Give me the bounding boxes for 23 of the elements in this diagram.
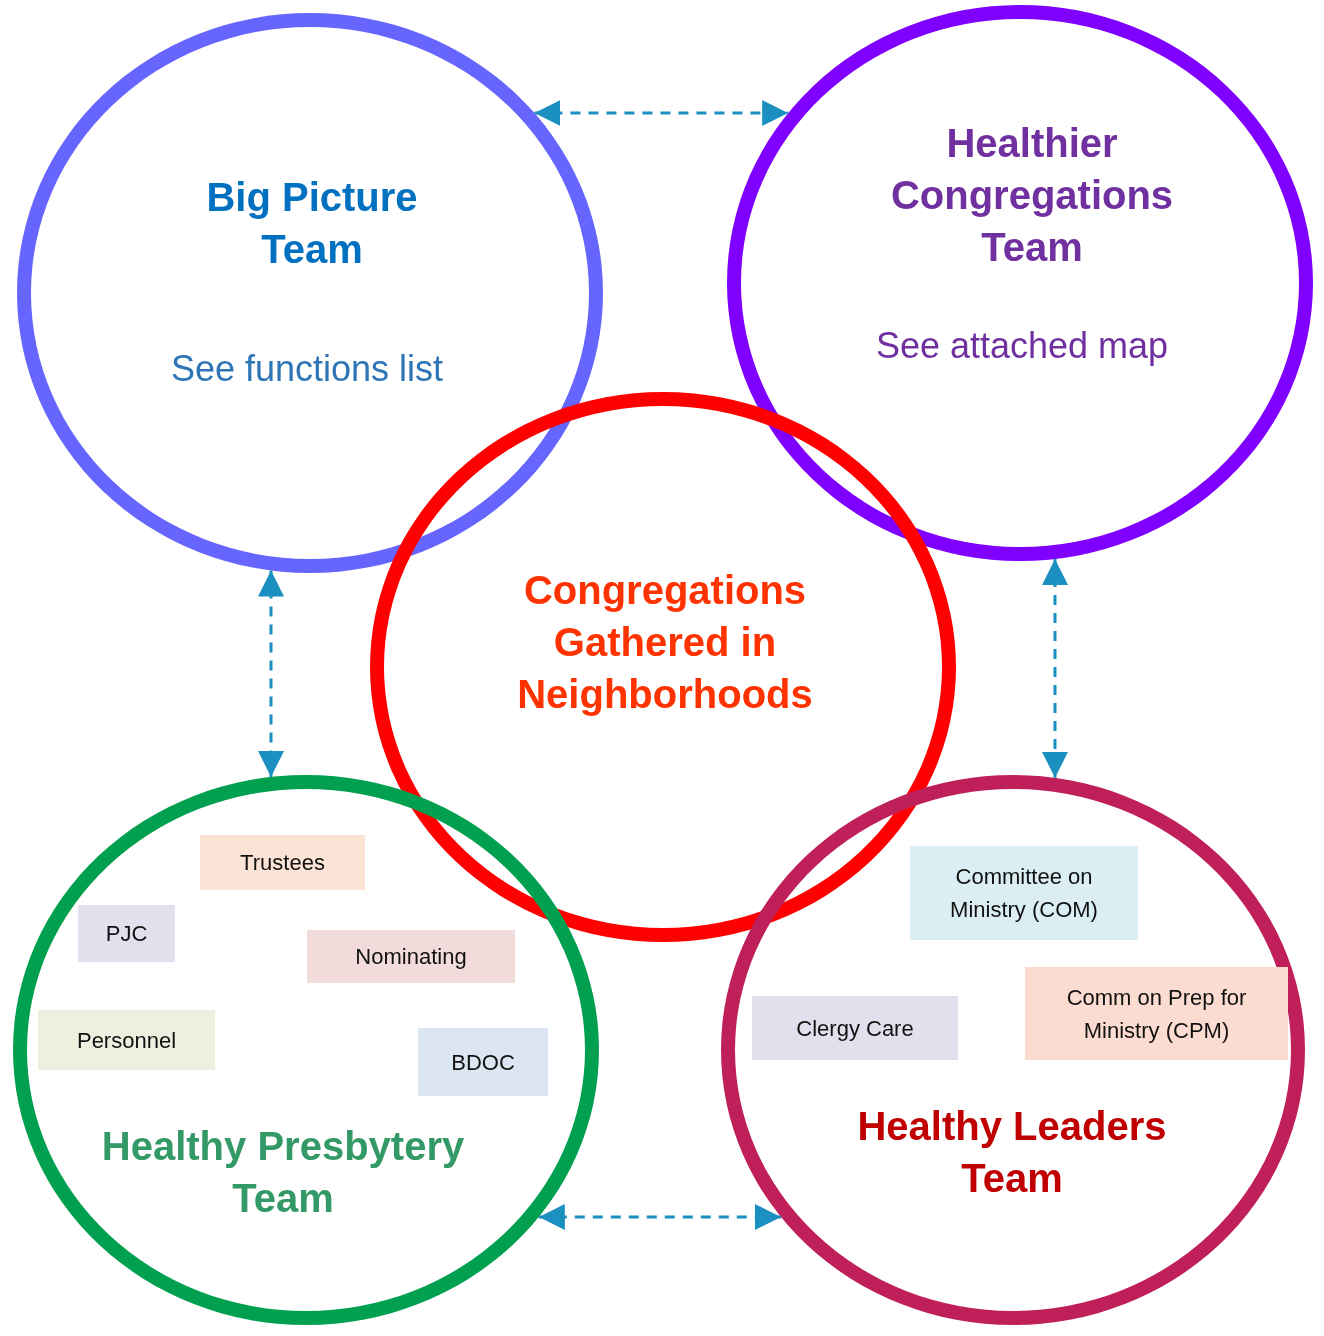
committee-label: Trustees — [200, 835, 365, 890]
circle-note: See functions list — [169, 347, 445, 391]
committee-label: Comm on Prep for Ministry (CPM) — [1025, 967, 1288, 1060]
committee-label: Clergy Care — [752, 996, 958, 1060]
circle-note: See attached map — [874, 324, 1170, 368]
circle-title: Congregations Gathered in Neighborhoods — [516, 567, 814, 718]
double-arrow — [538, 1204, 781, 1230]
committee-label: BDOC — [418, 1028, 548, 1096]
team-circle — [13, 775, 599, 1325]
circle-title: Healthy Presbytery Team — [100, 1123, 466, 1222]
committee-label: Personnel — [38, 1010, 215, 1070]
double-arrow — [1042, 559, 1068, 778]
team-circle — [727, 5, 1313, 561]
circle-title: Healthy Leaders Team — [856, 1103, 1168, 1202]
double-arrow — [534, 100, 789, 126]
circle-title: Big Picture Team — [205, 174, 419, 273]
team-circle — [721, 775, 1305, 1325]
committee-label: Nominating — [307, 930, 515, 983]
committee-label: Committee on Ministry (COM) — [910, 846, 1138, 940]
double-arrow — [258, 570, 284, 777]
circle-title: Healthier Congregations Team — [889, 120, 1175, 271]
committee-label: PJC — [78, 905, 175, 962]
team-circle — [17, 13, 603, 573]
